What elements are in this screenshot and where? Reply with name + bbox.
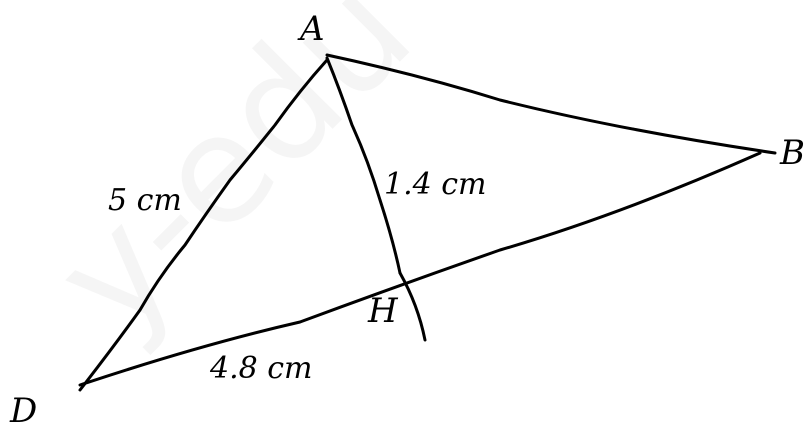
vertex-label-h: H	[367, 291, 399, 331]
vertex-label-a: A	[297, 9, 325, 49]
segment-h-extension	[398, 271, 427, 342]
measurement-label-ah: 1.4 cm	[384, 167, 487, 202]
measurement-label-dh: 4.8 cm	[209, 351, 313, 386]
vertex-label-b: B	[779, 133, 805, 173]
measurement-label-ad: 5 cm	[108, 183, 182, 218]
vertex-label-d: D	[9, 391, 37, 431]
segment-ah	[325, 56, 402, 275]
segment-ad	[78, 58, 329, 392]
segment-ab	[325, 53, 777, 155]
